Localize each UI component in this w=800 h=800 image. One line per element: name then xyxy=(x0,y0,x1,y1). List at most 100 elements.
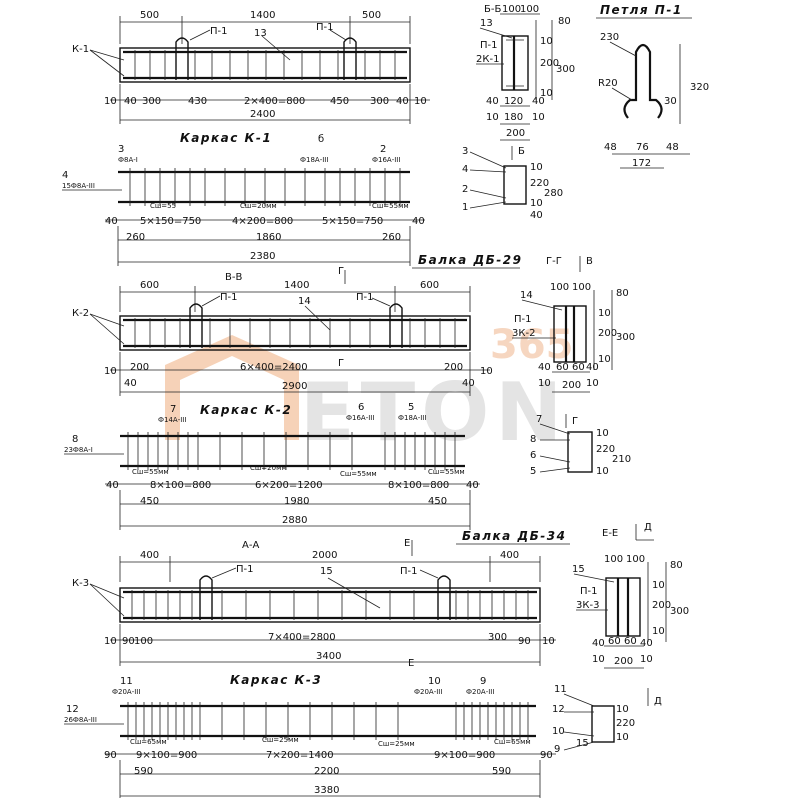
frame3-pos-2: 10 xyxy=(428,676,441,687)
section-ee-left-2: 10 xyxy=(592,654,605,665)
frame1-seg-2: 1860 xyxy=(256,232,281,243)
loop-dim-1: 230 xyxy=(600,32,619,43)
section-ee-label-3: 3К-3 xyxy=(576,600,599,611)
frame3-left-pos: 12 xyxy=(66,704,79,715)
watermark: ETON 365 xyxy=(165,322,574,459)
frame-k2-title: Каркас К-2 xyxy=(200,403,292,417)
section-bb-bottom-4: 10 xyxy=(532,112,545,123)
frame3-pos-1: 11 xyxy=(120,676,133,687)
frame3-cover-2: Сш=25мм xyxy=(262,736,299,744)
beam2-dim-d: 6×400=2400 xyxy=(240,362,308,373)
frame1-sp-2: 5×150=750 xyxy=(140,216,201,227)
frame3-seg-3: 590 xyxy=(492,766,511,777)
section-ee-top-2: 100 xyxy=(626,554,645,565)
frame2-left-bar: 23Ф8А-I xyxy=(64,446,93,454)
frame2-bar-2: Ф16А-III xyxy=(346,414,374,422)
beam1-top-dim-3: 500 xyxy=(362,10,381,21)
beam2-top-dim-3: 600 xyxy=(420,280,439,291)
section-ee-label-2: П-1 xyxy=(580,586,598,597)
frame2-sp-4: 8×100=800 xyxy=(388,480,449,491)
loop-dim-8: 172 xyxy=(632,158,651,169)
section-bb-frame-label-2: 4 xyxy=(462,164,468,175)
section-gg-frame-dim-4: 10 xyxy=(596,466,609,477)
frame2-bar-3: Ф18А-III xyxy=(398,414,426,422)
section-bb-bottom-2: 180 xyxy=(504,112,523,123)
beam2-callout-bar: 14 xyxy=(298,296,311,307)
frame3-seg-1: 590 xyxy=(134,766,153,777)
section-gg-mark: Г-Г xyxy=(546,256,562,267)
frame2-sp-2: 8×100=800 xyxy=(150,480,211,491)
section-ee-left-1: 40 xyxy=(592,638,605,649)
section-gg-bottom-2: 60 xyxy=(572,362,585,373)
beam1-dim-d: 430 xyxy=(188,96,207,107)
beam2-dim-f: 40 xyxy=(462,378,475,389)
section-gg-bottom-5: 40 xyxy=(586,362,599,373)
loop-dim-6: 76 xyxy=(636,142,649,153)
section-gg-frame-dim-3: 210 xyxy=(612,454,631,465)
beam2-top-dim-1: 600 xyxy=(140,280,159,291)
beam-db29-title: Балка ДБ-29 xyxy=(418,253,522,267)
section-gg-frame-label-3: 6 xyxy=(530,450,536,461)
section-bb-bottom-1: 120 xyxy=(504,96,523,107)
frame2-sp-1: 40 xyxy=(106,480,119,491)
frame3-left-bar: 26Ф8А-III xyxy=(64,716,97,724)
section-gg-side-5: 10 xyxy=(598,354,611,365)
section-gg-label-1: 14 xyxy=(520,290,533,301)
frame1-pos-3: 2 xyxy=(380,144,386,155)
section-gg-frame-label-1: 7 xyxy=(536,414,542,425)
frame-k3-title: Каркас К-3 xyxy=(230,673,322,687)
beam-3-elevation: А-А Е 400 2000 400 П-1 1 xyxy=(72,538,556,669)
frame3-cover-3: Сш=25мм xyxy=(378,740,415,748)
beam3-side-label: К-3 xyxy=(72,578,89,589)
beam2-dim-c: 200 xyxy=(130,362,149,373)
beam1-top-dim-1: 500 xyxy=(140,10,159,21)
frame2-pos-3: 5 xyxy=(408,402,414,413)
loop-dim-3: 320 xyxy=(690,82,709,93)
section-gg-left-1: 40 xyxy=(538,362,551,373)
beam2-total: 2900 xyxy=(282,381,307,392)
section-ee-bottom-4: 10 xyxy=(640,654,653,665)
section-bb-frame-label-3: 2 xyxy=(462,184,468,195)
section-gg-label-3: 3К-2 xyxy=(512,328,535,339)
beam3-dim-c: 100 xyxy=(134,636,153,647)
frame2-cover-2: Сш=20мм xyxy=(250,464,287,472)
loop-dim-5: 48 xyxy=(604,142,617,153)
section-gg-frame-label-2: 8 xyxy=(530,434,536,445)
section-gg: Г-Г В 100 100 14 П-1 3К-2 80 10 200 300 … xyxy=(512,256,635,393)
beam3-dim-f: 90 xyxy=(518,636,531,647)
section-gg-top-1: 100 xyxy=(550,282,569,293)
loop-p1-title: Петля П-1 xyxy=(600,3,683,17)
frame1-sp-1: 40 xyxy=(105,216,118,227)
beam1-dim-b: 40 xyxy=(124,96,137,107)
section-ee-frame-dim-3: 10 xyxy=(616,732,629,743)
frame2-bar-1: Ф14А-III xyxy=(158,416,186,424)
section-bb-side-4: 300 xyxy=(556,64,575,75)
section-bb-label-1: 13 xyxy=(480,18,493,29)
beam3-dim-a: 10 xyxy=(104,636,117,647)
section-gg-frame-mark: Г xyxy=(572,416,578,427)
section-bb-side-2: 10 xyxy=(540,36,553,47)
section-ee-frame-dim-1: 10 xyxy=(616,704,629,715)
section-gg-frame-label-4: 5 xyxy=(530,466,536,477)
beam3-section-flag: Е xyxy=(404,538,410,549)
section-ee-bottom-3: 200 xyxy=(614,656,633,667)
beam-db34-title: Балка ДБ-34 xyxy=(462,529,566,543)
frame3-cover-1: Сш=65мм xyxy=(130,738,167,746)
beam3-section-mark: А-А xyxy=(242,540,259,551)
frame1-pos-2: б xyxy=(318,134,324,145)
section-ee-frame-label-3: 10 xyxy=(552,726,565,737)
section-bb-bottom-5: 40 xyxy=(532,96,545,107)
frame1-bar-3: Ф16А-III xyxy=(372,156,400,164)
section-ee-frame-label-4: 9 xyxy=(554,744,560,755)
beam3-top-dim-1: 400 xyxy=(140,550,159,561)
section-bb-top-1: 100 xyxy=(502,4,521,15)
frame2-pos-2: 6 xyxy=(358,402,364,413)
section-bb-side-3: 200 xyxy=(540,58,559,69)
beam1-dim-i: 10 xyxy=(414,96,427,107)
beam1-dim-c: 300 xyxy=(142,96,161,107)
section-bb-frame-dim-2: 220 xyxy=(530,178,549,189)
frame1-cover-3: Сш=55мм xyxy=(372,202,409,210)
section-bb-left-1: 40 xyxy=(486,96,499,107)
frame3-pos-3: 9 xyxy=(480,676,486,687)
